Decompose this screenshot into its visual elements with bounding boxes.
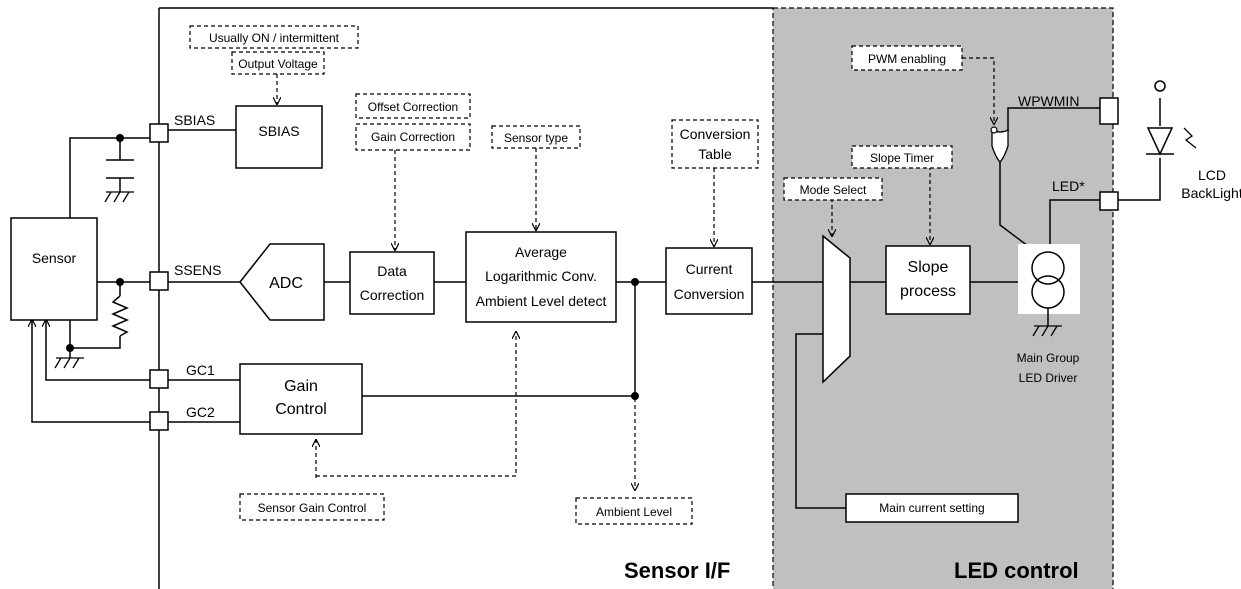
pin-ssens (149, 271, 169, 291)
sensor-type-box (491, 125, 581, 149)
ground-icon (54, 357, 84, 369)
or-gate-inverter (990, 126, 998, 134)
gain-control-block (239, 363, 363, 435)
pin-sbias (149, 123, 169, 143)
adc-block (239, 243, 325, 321)
pin-wpwmin-label: WPWMIN (1018, 93, 1079, 109)
sensor-block (10, 217, 98, 321)
average-line2: Logarithmic Conv. (485, 268, 597, 284)
offset-correction-label: Offset Correction (368, 100, 458, 114)
main-current-setting-block (845, 493, 1019, 523)
output-voltage-label: Output Voltage (238, 57, 318, 71)
data-correction-line1: Data (377, 263, 407, 279)
main-current-setting-label: Main current setting (879, 501, 984, 515)
main-group-driver-line1: Main Group (1017, 351, 1080, 365)
usually-on-label: Usually ON / intermittent (209, 31, 340, 45)
sensor-label: Sensor (32, 250, 77, 266)
mode-select-label: Mode Select (800, 183, 867, 197)
current-conversion-line1: Current (686, 261, 733, 277)
mode-select-box (783, 177, 883, 201)
conversion-table-box (671, 119, 759, 169)
current-conversion-block (665, 247, 753, 315)
average-line3: Ambient Level detect (476, 293, 607, 309)
main-group-driver-line2: LED Driver (1019, 371, 1078, 385)
current-source-icon (1018, 244, 1080, 326)
pin-gc2-label: GC2 (186, 404, 215, 420)
pin-ssens-label: SSENS (174, 262, 221, 278)
gain-control-line2: Control (275, 401, 327, 418)
capacitor-icon (106, 159, 134, 179)
pin-gc1-label: GC1 (186, 362, 215, 378)
pin-gc2 (149, 411, 169, 431)
sensor-gain-control-box (239, 493, 385, 521)
slope-process-line1: Slope (908, 259, 949, 276)
light-emission-icon (1183, 127, 1197, 149)
gain-correction-box (355, 123, 471, 151)
offset-correction-box (355, 93, 471, 119)
adc-label: ADC (269, 275, 303, 292)
conversion-table-line1: Conversion (680, 126, 751, 142)
pin-gc1 (149, 369, 169, 389)
junction-dots (66, 80, 1166, 400)
lcd-backlight-line1: LCD (1198, 167, 1226, 183)
pwm-enabling-label: PWM enabling (868, 52, 946, 66)
sbias-label: SBIAS (258, 123, 299, 139)
signal-wires (32, 98, 1161, 509)
conversion-table-line2: Table (698, 146, 732, 162)
slope-process-block (885, 245, 971, 315)
pwm-enabling-box (851, 45, 963, 71)
pin-wpwmin (1099, 97, 1119, 125)
gain-correction-label: Gain Correction (371, 130, 455, 144)
data-correction-block (349, 251, 435, 315)
usually-on-box (189, 25, 359, 49)
or-gate-icon (991, 128, 1009, 163)
ground-icon (104, 191, 134, 203)
multiplexer-icon (822, 234, 851, 384)
pin-led (1099, 191, 1119, 211)
pin-led-label: LED* (1052, 178, 1085, 194)
output-voltage-box (231, 51, 325, 75)
resistor-icon (111, 295, 129, 337)
control-wires (277, 57, 994, 490)
data-correction-line2: Correction (360, 287, 425, 303)
ambient-level-box (575, 497, 693, 525)
current-conversion-line2: Conversion (674, 286, 745, 302)
slope-timer-label: Slope Timer (870, 151, 934, 165)
slope-process-line2: process (900, 283, 956, 300)
sensor-if-title: Sensor I/F (624, 558, 730, 583)
lcd-backlight-line2: BackLight (1181, 185, 1241, 201)
slope-timer-box (851, 145, 953, 169)
sbias-block (235, 105, 323, 169)
sensor-type-label: Sensor type (504, 131, 568, 145)
average-block (465, 231, 617, 323)
gain-control-line1: Gain (284, 378, 318, 395)
average-line1: Average (515, 244, 567, 260)
diode-icon (1146, 127, 1174, 156)
led-control-title: LED control (954, 558, 1079, 583)
pin-sbias-label: SBIAS (174, 112, 215, 128)
ambient-level-label: Ambient Level (596, 505, 672, 519)
sensor-gain-control-label: Sensor Gain Control (258, 501, 367, 515)
